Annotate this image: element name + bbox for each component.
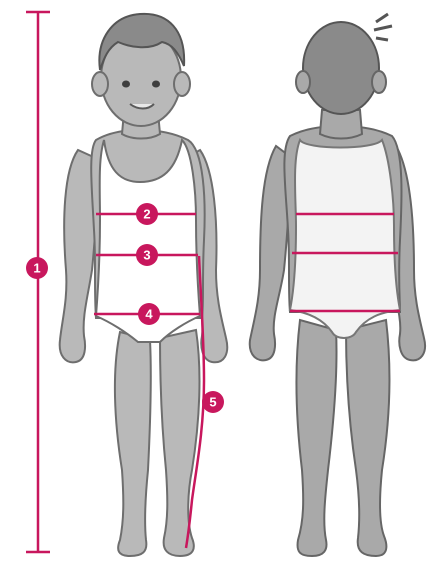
front-left-ear (92, 72, 108, 96)
measurement-number-4: 4 (145, 307, 153, 322)
measurement-1-height-line (26, 12, 50, 552)
front-left-eye (122, 81, 130, 88)
measurement-number-5: 5 (209, 395, 216, 410)
measurement-number-1: 1 (33, 261, 40, 276)
measurement-badge-4: 4 (138, 303, 160, 325)
measurement-number-2: 2 (143, 207, 150, 222)
back-head (303, 22, 379, 114)
measurement-badge-5: 5 (202, 391, 224, 413)
back-right-leg (346, 320, 389, 556)
back-figure (250, 14, 425, 556)
front-right-eye (152, 81, 160, 88)
back-right-ear (372, 71, 386, 93)
back-hair-tuft (374, 14, 392, 40)
back-swimsuit (290, 140, 400, 338)
measurement-number-3: 3 (143, 248, 150, 263)
measurement-badge-1: 1 (26, 257, 48, 279)
measurement-badge-3: 3 (136, 244, 158, 266)
front-right-leg (160, 330, 199, 556)
back-left-leg (296, 320, 336, 556)
front-right-ear (174, 72, 190, 96)
measurement-badge-2: 2 (136, 203, 158, 225)
front-left-leg (115, 332, 151, 556)
front-figure (60, 14, 228, 556)
back-left-ear (296, 71, 310, 93)
